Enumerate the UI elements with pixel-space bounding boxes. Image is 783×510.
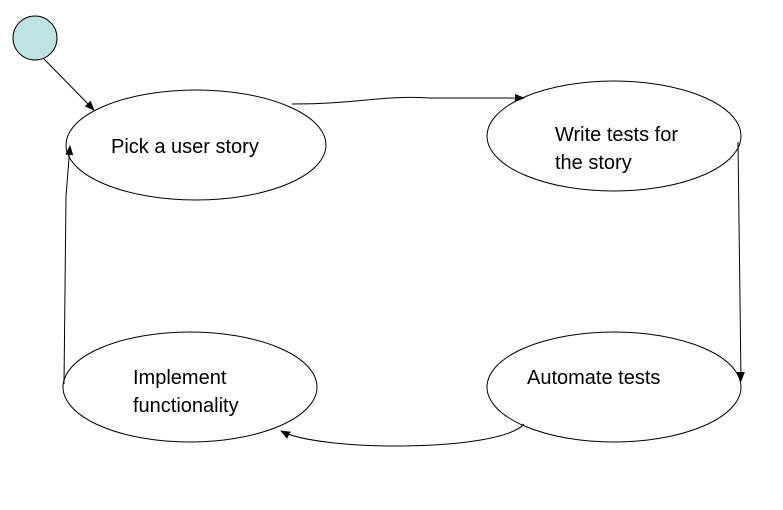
node-label-pick: Pick a user story (111, 133, 259, 161)
label-line: Implement (133, 367, 227, 389)
edge-start-to-pick (43, 58, 95, 111)
node-implement-functionality (62, 331, 318, 443)
label-line: Automate tests (527, 367, 661, 389)
node-write-tests (486, 80, 742, 192)
label-line: functionality (133, 395, 239, 417)
edge-implement-to-pick (63, 145, 74, 385)
start-state (12, 15, 58, 61)
node-label-automate: Automate tests (527, 364, 660, 392)
node-automate-tests (486, 331, 742, 443)
node-label-implement: Implement functionality (133, 364, 239, 420)
node-pick-user-story (65, 89, 327, 201)
label-line: Write tests for (555, 124, 678, 146)
label-line: Pick a user story (111, 136, 259, 158)
edge-automate-to-implement (280, 423, 525, 447)
node-label-write: Write tests for the story (555, 121, 678, 177)
edge-pick-to-write (291, 94, 525, 105)
edge-write-to-automate (736, 141, 745, 382)
label-line: the story (555, 152, 632, 174)
